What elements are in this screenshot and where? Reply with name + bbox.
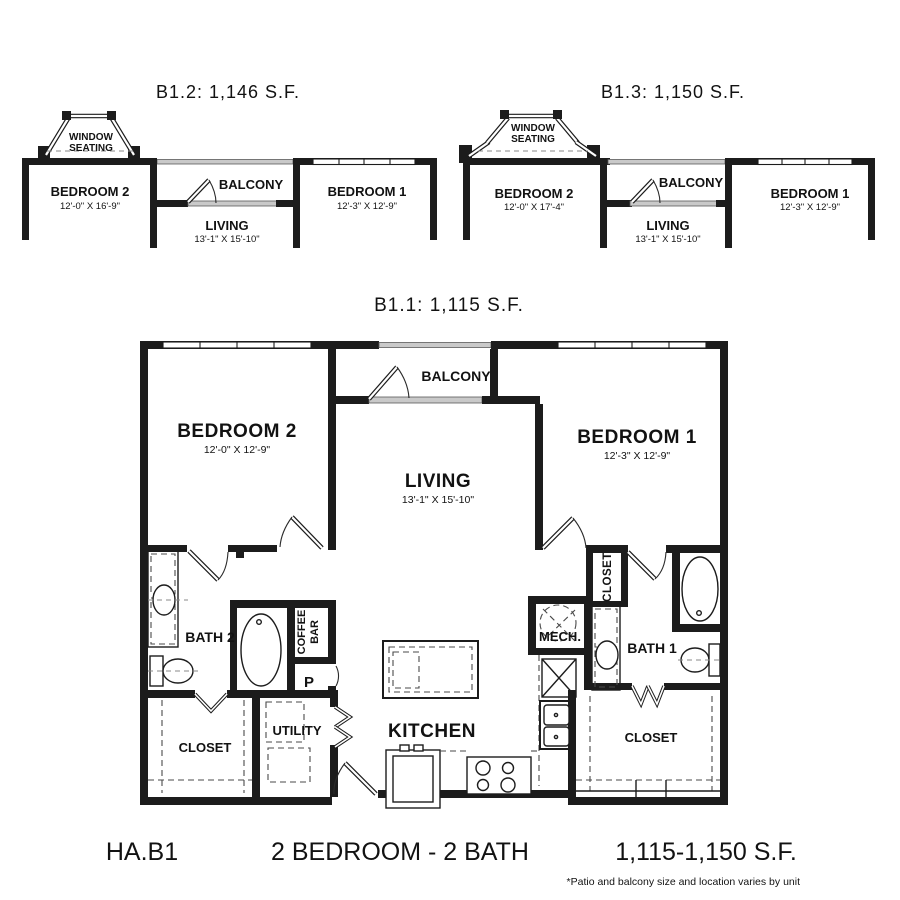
b13-bedroom1-label: BEDROOM 1 [771, 186, 850, 201]
b11-utility-appliances [265, 701, 311, 783]
b11-pantry-label: P [304, 674, 314, 691]
b11-water-heater [539, 604, 577, 642]
b11-kitchen-sink [539, 700, 574, 750]
b11-bedroom1-dim: 12'-3" X 12'-9" [604, 450, 671, 462]
b11-bath2-label: BATH 2 [185, 629, 235, 645]
b11-pantry-door [335, 665, 340, 687]
b11-walls [140, 341, 728, 805]
b12-living-dim: 13'-1" X 15'-10" [194, 234, 259, 245]
b11-closet-bedroom1-interior [576, 696, 720, 797]
b11-closet-bedroom1-label: CLOSET [625, 730, 678, 745]
b11-bath2-vanity-sink [147, 550, 188, 648]
b13-bedroom1-dim: 12'-3" X 12'-9" [780, 202, 840, 213]
footer-note: *Patio and balcony size and location var… [567, 876, 801, 888]
b13-window-seating-label-2: SEATING [511, 134, 555, 145]
footer-sf-range: 1,115-1,150 S.F. [615, 838, 797, 866]
plan-b13: B1.3: 1,150 S.F. WINDOW SEATING [459, 82, 875, 248]
b12-bedroom1-dim: 12'-3" X 12'-9" [337, 201, 397, 212]
b11-coffee-bar-label-2: BAR [309, 620, 321, 644]
b12-bedroom2-dim: 12'-0" X 16'-9" [60, 201, 120, 212]
footer: HA.B1 2 BEDROOM - 2 BATH 1,115-1,150 S.F… [106, 838, 800, 888]
b13-walls [463, 158, 875, 248]
b11-fridge [385, 744, 441, 809]
b13-bedroom2-dim: 12'-0" X 17'-4" [504, 202, 564, 213]
plan-b11: B1.1: 1,115 S.F. [140, 295, 728, 809]
b11-bath1-toilet [678, 643, 721, 677]
b13-living-label: LIVING [646, 218, 689, 233]
b11-bedroom2-label: BEDROOM 2 [177, 421, 297, 442]
b11-bath1-hall-door [626, 550, 667, 581]
b11-entry-door [333, 761, 378, 796]
b12-window-seating-label-2: SEATING [69, 143, 113, 154]
b11-hallway-door [279, 515, 324, 550]
b13-bedroom2-label: BEDROOM 2 [495, 186, 574, 201]
b12-title: B1.2: 1,146 S.F. [156, 82, 300, 102]
b13-balcony-door [630, 178, 661, 204]
b13-window-seating-label-1: WINDOW [511, 123, 555, 134]
b11-utility-doors [334, 705, 354, 749]
b11-bath2-tub [240, 613, 282, 687]
b11-closet-bedroom2-interior [148, 700, 252, 793]
b13-balcony-label: BALCONY [659, 175, 724, 190]
b11-closet-hall-label: CLOSET [602, 552, 614, 602]
b11-stove [466, 756, 532, 795]
b11-title: B1.1: 1,115 S.F. [374, 295, 524, 316]
b12-bedroom1-label: BEDROOM 1 [328, 184, 407, 199]
b12-walls [22, 158, 437, 248]
b11-dishwasher [541, 658, 577, 698]
footer-plan-code: HA.B1 [106, 838, 178, 866]
b11-bath2-toilet [148, 655, 198, 687]
b13-living-dim: 13'-1" X 15'-10" [635, 234, 700, 245]
b11-kitchen-island [382, 640, 479, 699]
b11-bedroom1-label: BEDROOM 1 [577, 427, 697, 448]
b11-mech-label: MECH. [539, 629, 581, 644]
b12-bay-window [38, 111, 140, 163]
b11-closet-bedroom1-doors [630, 685, 666, 709]
b11-bath1-tub [681, 556, 719, 622]
b11-bath1-vanity-sink [591, 605, 621, 691]
b11-bedroom1-door [541, 516, 587, 550]
plan-b12: B1.2: 1,146 S.F. WINDOW SEATING [22, 82, 437, 248]
b11-bath1-label: BATH 1 [627, 640, 677, 656]
b11-living-label: LIVING [405, 471, 471, 492]
b11-bedroom2-dim: 12'-0" X 12'-9" [204, 444, 271, 456]
b11-coffee-bar-label-1: COFFEE [296, 610, 308, 655]
footer-plan-type: 2 BEDROOM - 2 BATH [271, 838, 529, 866]
b11-bedroom2-door [187, 549, 229, 582]
b13-title: B1.3: 1,150 S.F. [601, 82, 745, 102]
b12-window-seating-label-1: WINDOW [69, 132, 113, 143]
b12-bedroom2-label: BEDROOM 2 [51, 184, 130, 199]
b12-balcony-door [186, 178, 217, 204]
b11-balcony-door [367, 365, 410, 401]
b11-living-dim: 13'-1" X 15'-10" [402, 494, 474, 506]
b12-balcony-label: BALCONY [219, 177, 284, 192]
b12-living-label: LIVING [205, 218, 248, 233]
b11-utility-label: UTILITY [272, 723, 321, 738]
b11-closet-bedroom2-label: CLOSET [179, 740, 232, 755]
b11-kitchen-label: KITCHEN [388, 721, 476, 742]
b11-balcony-label: BALCONY [421, 368, 491, 384]
b11-closet-bedroom2-doors [193, 692, 229, 714]
